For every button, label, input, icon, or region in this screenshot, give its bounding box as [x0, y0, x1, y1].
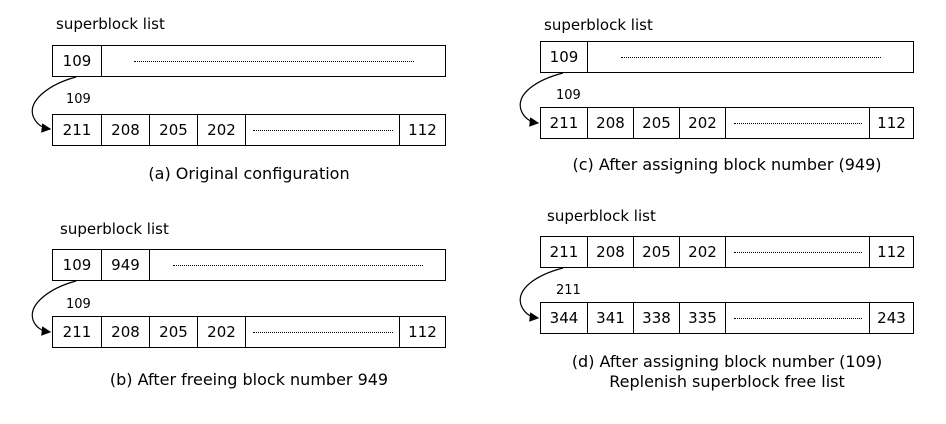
panel-a-block-row: 211 208 205 202 112	[52, 114, 446, 146]
panel-b-list-label: superblock list	[60, 220, 169, 238]
panel-b-block-cell-2: 208	[101, 317, 149, 347]
panel-a-superblock-row: 109	[52, 45, 446, 77]
panel-b-block-cell-3: 205	[149, 317, 197, 347]
panel-d-caption: (d) After assigning block number (109) R…	[540, 352, 914, 392]
panel-a-block-cell-4: 202	[197, 115, 245, 145]
panel-d-pointer-label: 211	[556, 283, 581, 298]
panel-b-block-cell-1: 211	[62, 323, 92, 341]
panel-d-block-cell-2: 341	[587, 303, 633, 333]
panel-c-block-ellipsis	[725, 108, 869, 138]
panel-b-block-cell-4: 202	[197, 317, 245, 347]
panel-c-list-label: superblock list	[544, 16, 653, 34]
panel-c-block-row: 211 208 205 202 112	[540, 107, 914, 139]
panel-d-pointer-arrow	[519, 267, 564, 322]
panel-d-block-cell-3: 338	[633, 303, 679, 333]
panel-b-caption: (b) After freeing block number 949	[109, 370, 389, 389]
panel-c-caption: (c) After assigning block number (949)	[572, 155, 882, 174]
panel-c-block-cell-2: 208	[587, 108, 633, 138]
panel-a-list-label: superblock list	[56, 15, 165, 33]
panel-c-top-ellipsis	[587, 42, 913, 72]
panel-b-block-cell-last: 112	[399, 317, 445, 347]
panel-d-list-label: superblock list	[547, 207, 656, 225]
panel-a-block-ellipsis	[245, 115, 399, 145]
panel-c-block-cell-4: 202	[679, 108, 725, 138]
panel-d-top-cell-2: 208	[587, 237, 633, 267]
panel-c-block-cell-3: 205	[633, 108, 679, 138]
panel-a-pointer-label: 109	[66, 92, 91, 107]
panel-a-block-cell-2: 208	[101, 115, 149, 145]
panel-b-top-cell-1: 109	[62, 256, 92, 274]
panel-d-top-cell-last: 112	[869, 237, 913, 267]
panel-a-top-ellipsis	[101, 46, 445, 76]
panel-c-pointer-arrow	[519, 72, 564, 127]
panel-b-top-ellipsis	[149, 250, 445, 280]
panel-a-caption: (a) Original configuration	[148, 164, 350, 183]
panel-d-caption-line-2: Replenish superblock free list	[609, 372, 845, 391]
panel-b-top-cell-2: 949	[101, 250, 149, 280]
panel-b-superblock-row: 109 949	[52, 249, 446, 281]
panel-c-block-cell-1: 211	[549, 114, 579, 132]
panel-a-block-cell-1: 211	[62, 121, 92, 139]
panel-b-block-ellipsis	[245, 317, 399, 347]
panel-b-pointer-label: 109	[66, 297, 91, 312]
panel-d-caption-line-1: (d) After assigning block number (109)	[571, 352, 883, 371]
panel-a-top-cell-1: 109	[62, 52, 92, 70]
panel-d-block-cell-last: 243	[869, 303, 913, 333]
panel-c-superblock-row: 109	[540, 41, 914, 73]
panel-d-top-cell-4: 202	[679, 237, 725, 267]
panel-d-superblock-row: 211 208 205 202 112	[540, 236, 914, 268]
panel-c-block-cell-last: 112	[869, 108, 913, 138]
panel-a-pointer-arrow	[31, 76, 77, 133]
panel-d-block-row: 344 341 338 335 243	[540, 302, 914, 334]
panel-c-pointer-label: 109	[556, 88, 581, 103]
panel-d-block-cell-1: 344	[549, 309, 579, 327]
panel-a-block-cell-3: 205	[149, 115, 197, 145]
panel-d-top-cell-3: 205	[633, 237, 679, 267]
panel-d-top-cell-1: 211	[549, 243, 579, 261]
panel-a-block-cell-last: 112	[399, 115, 445, 145]
panel-b-block-row: 211 208 205 202 112	[52, 316, 446, 348]
panel-c-top-cell-1: 109	[549, 48, 579, 66]
panel-d-top-ellipsis	[725, 237, 869, 267]
panel-d-block-ellipsis	[725, 303, 869, 333]
panel-b-pointer-arrow	[31, 280, 77, 336]
panel-d-block-cell-4: 335	[679, 303, 725, 333]
